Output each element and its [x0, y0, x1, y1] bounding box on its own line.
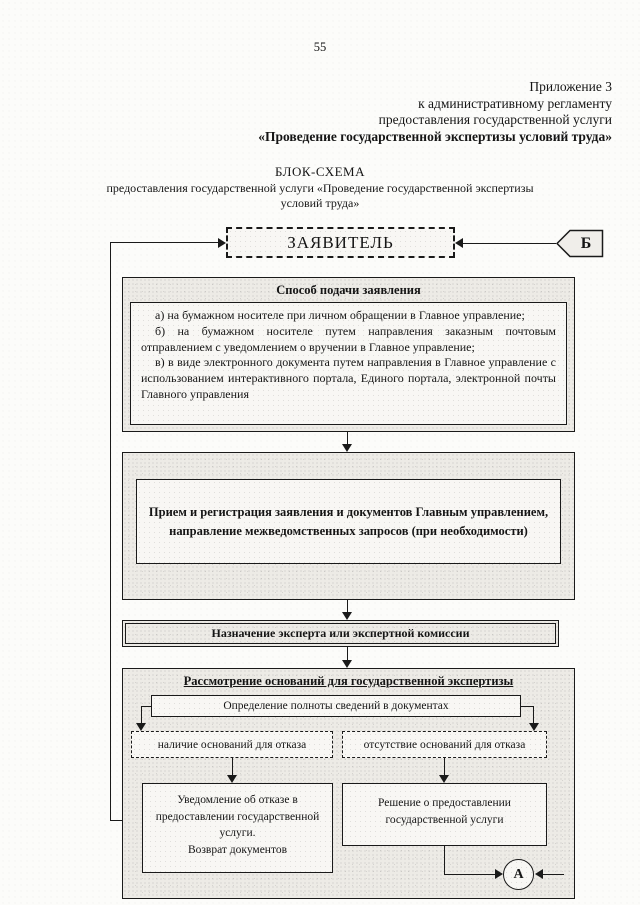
branch-left-hline — [141, 706, 152, 708]
flow-line-2 — [347, 600, 349, 613]
arrow-into-a-icon — [495, 869, 503, 879]
arrow-from-b-icon — [455, 238, 463, 248]
flow-line-3 — [347, 647, 349, 661]
expert-assignment-section: Назначение эксперта или экспертной комис… — [122, 620, 559, 647]
annex-line-3: предоставления государственной услуги — [378, 112, 612, 127]
refusal-result-box: Уведомление об отказе в предоставлении г… — [142, 783, 333, 873]
feedback-line-vertical — [110, 242, 112, 821]
annex-header: Приложение 3 к административному регламе… — [258, 79, 612, 145]
arrow-down-1-icon — [342, 444, 352, 452]
expert-assignment-box: Назначение эксперта или экспертной комис… — [125, 623, 556, 644]
submission-item-b: б) на бумажном носителе путем направлени… — [141, 323, 556, 354]
b-to-applicant-line — [462, 243, 556, 245]
submission-header: Способ подачи заявления — [276, 283, 421, 297]
arrow-into-applicant-icon — [218, 238, 226, 248]
grant-result-box: Решение о предоставлении государственной… — [342, 783, 547, 846]
feedback-line-top — [110, 242, 219, 244]
branch-right-hline — [521, 706, 534, 708]
review-title: Рассмотрение оснований для государственн… — [183, 674, 514, 688]
branch-right-vline — [533, 706, 535, 724]
arrow-grant-icon — [439, 775, 449, 783]
review-section: Рассмотрение оснований для государственн… — [122, 668, 575, 899]
reception-section: Прием и регистрация заявления и документ… — [122, 452, 575, 600]
connector-a: А — [503, 859, 534, 890]
connector-b-shape-icon — [555, 229, 604, 258]
reception-box: Прием и регистрация заявления и документ… — [136, 479, 561, 564]
document-title: БЛОК-СХЕМА — [275, 164, 365, 179]
submission-items-box: а) на бумажном носителе при личном обращ… — [130, 302, 567, 425]
arrow-right-of-a-icon — [535, 869, 543, 879]
to-a-vline — [444, 846, 446, 875]
arrow-branch-right-icon — [529, 723, 539, 731]
annex-line-4: «Проведение государственной экспертизы у… — [258, 128, 612, 144]
flow-line-1 — [347, 432, 349, 445]
submission-section: Способ подачи заявления а) на бумажном н… — [122, 277, 575, 432]
applicant-node: ЗАЯВИТЕЛЬ — [226, 227, 455, 258]
refusal-grounds-box: наличие оснований для отказа — [131, 731, 333, 758]
page-number: 55 — [313, 40, 327, 54]
submission-item-v: в) в виде электронного документа путем н… — [141, 355, 556, 402]
arrow-branch-left-icon — [136, 723, 146, 731]
document-subtitle: предоставления государственной услуги «П… — [106, 181, 534, 210]
arrow-down-3-icon — [342, 660, 352, 668]
connector-b: Б — [555, 229, 604, 258]
completeness-box: Определение полноты сведений в документа… — [151, 695, 521, 717]
refusal-arrow-line — [232, 758, 234, 775]
applicant-label: ЗАЯВИТЕЛЬ — [287, 232, 394, 252]
no-refusal-grounds-box: отсутствие оснований для отказа — [342, 731, 547, 758]
arrow-down-2-icon — [342, 612, 352, 620]
line-right-of-a — [543, 874, 564, 876]
arrow-refusal-icon — [227, 775, 237, 783]
grant-arrow-line — [444, 758, 446, 775]
annex-line-2: к административному регламенту — [418, 95, 612, 111]
annex-line-1: Приложение 3 — [529, 79, 612, 94]
branch-left-vline — [141, 706, 143, 724]
connector-b-label: Б — [580, 234, 592, 252]
submission-item-a: а) на бумажном носителе при личном обращ… — [155, 308, 525, 322]
to-a-hline — [444, 874, 496, 876]
